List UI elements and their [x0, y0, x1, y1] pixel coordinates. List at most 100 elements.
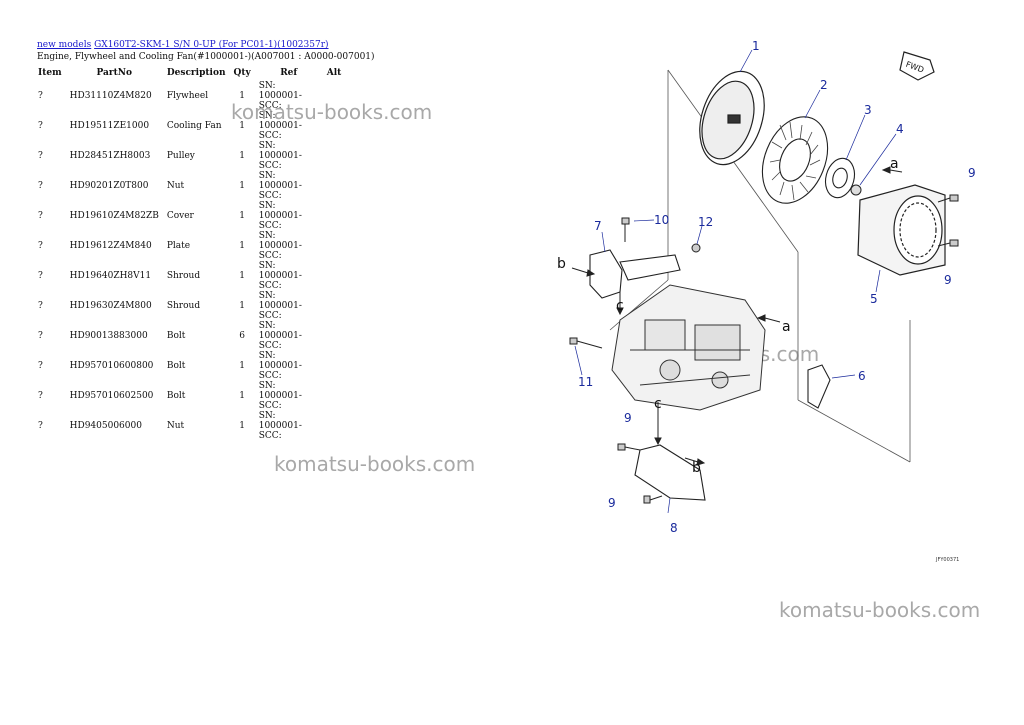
cell-ref: SN: 1000001-SCC:: [258, 231, 302, 261]
callout-11: 11: [578, 375, 593, 389]
cell-ref: SN: 1000001-SCC:: [258, 411, 302, 441]
cell-qty: 1: [239, 271, 245, 281]
parts-table: Item PartNo Description Qty Ref Alt ?HD3…: [34, 65, 345, 442]
cell-alt: [323, 231, 346, 261]
cell-qty: 1: [239, 361, 245, 371]
direction-arrows: [571, 166, 903, 466]
cell-item: ?: [38, 91, 43, 101]
callout-8: 8: [670, 521, 678, 535]
callout-9: 9: [968, 166, 976, 180]
cell-description: Bolt: [166, 361, 186, 371]
cell-alt: [323, 381, 346, 411]
cell-partno: HD19640ZH8V11: [69, 271, 152, 281]
cell-ref: SN: 1000001-SCC:: [258, 81, 302, 111]
cell-partno: HD31110Z4M820: [69, 91, 152, 101]
callout-1: 1: [752, 39, 760, 53]
nut-drawing: [850, 184, 862, 196]
table-row: ? HD90201Z0T800 Nut 1 SN: 1000001-SCC:: [34, 171, 345, 201]
cooling-fan-drawing: [761, 116, 829, 204]
letter-c: c: [616, 298, 624, 314]
callout-10: 10: [654, 213, 669, 227]
cell-item: ?: [38, 181, 43, 191]
letter-c: c: [654, 396, 662, 412]
cell-description: Nut: [166, 421, 185, 431]
bolt-drawings: [569, 194, 959, 504]
cell-qty: 1: [239, 121, 245, 131]
shroud-cover-drawing: [857, 184, 946, 276]
watermark: komatsu-books.com: [779, 598, 981, 622]
shroud-side-drawing: [807, 364, 831, 409]
callout-12: 12: [698, 215, 713, 229]
callout-9: 9: [624, 411, 632, 425]
exploded-parts-diagram: FWD 1 2 3 4 5 6 7 8 9 9 9 9 10 11 12 a a…: [557, 39, 976, 535]
cell-qty: 1: [239, 211, 245, 221]
cell-item: ?: [38, 211, 43, 221]
fwd-direction-badge: FWD: [899, 51, 935, 81]
cell-description: Pulley: [166, 151, 195, 161]
cell-ref: SN: 1000001-SCC:: [258, 381, 302, 411]
cell-description: Bolt: [166, 331, 186, 341]
header-partno: PartNo: [96, 67, 132, 78]
cell-description: Nut: [166, 181, 185, 191]
cell-qty: 6: [239, 331, 245, 341]
cell-alt: [323, 351, 346, 381]
cell-alt: [323, 411, 346, 441]
cell-qty: 1: [239, 91, 245, 101]
cell-partno: HD90201Z0T800: [69, 181, 149, 191]
breadcrumb: new models GX160T2-SKM-1 S/N 0-UP (For P…: [37, 40, 329, 50]
cell-partno: HD28451ZH8003: [69, 151, 151, 161]
cell-ref: SN: 1000001-SCC:: [258, 171, 302, 201]
callout-9: 9: [608, 496, 616, 510]
cell-item: ?: [38, 121, 43, 131]
table-row: ? HD19511ZE1000 Cooling Fan 1 SN: 1000001-SC…: [34, 111, 345, 141]
cell-alt: [323, 291, 346, 321]
cell-description: Bolt: [166, 391, 186, 401]
callout-9: 9: [944, 273, 952, 287]
cell-description: Cover: [166, 211, 194, 221]
connection-letters: a a b b c c: [557, 156, 899, 476]
cell-ref: SN: 1000001-SCC:: [258, 321, 302, 351]
cell-qty: 1: [239, 241, 245, 251]
letter-a: a: [890, 156, 899, 172]
pulley-drawing: [824, 157, 856, 199]
cell-qty: 1: [239, 301, 245, 311]
cell-qty: 1: [239, 151, 245, 161]
letter-b: b: [692, 460, 701, 476]
cell-description: Cooling Fan: [166, 121, 222, 131]
cell-partno: HD19630Z4M800: [69, 301, 152, 311]
header-item: Item: [38, 67, 62, 78]
cell-item: ?: [38, 301, 43, 311]
model-link[interactable]: GX160T2-SKM-1 S/N 0-UP (For PC01-1)(1002…: [94, 40, 329, 50]
watermark: komatsu-books.com: [274, 452, 476, 476]
watermark: komatsu-books.com: [231, 100, 433, 124]
callout-3: 3: [864, 103, 872, 117]
cell-ref: SN: 1000001-SCC:: [258, 111, 302, 141]
engine-block-drawing: [611, 284, 766, 411]
cell-item: ?: [38, 241, 43, 251]
cell-alt: [323, 261, 346, 291]
header-qty: Qty: [233, 67, 251, 78]
cell-partno: HD9405006000: [69, 421, 142, 431]
cell-ref: SN: 1000001-SCC:: [258, 351, 302, 381]
cell-qty: 1: [239, 181, 245, 191]
letter-b: b: [557, 256, 566, 272]
cell-alt: [323, 321, 346, 351]
cell-partno: HD19511ZE1000: [69, 121, 150, 131]
new-models-link[interactable]: new models: [37, 40, 92, 50]
callout-6: 6: [858, 369, 866, 383]
cell-partno: HD19610Z4M82ZB: [69, 211, 159, 221]
cell-partno: HD19612Z4M840: [69, 241, 152, 251]
callout-2: 2: [820, 78, 828, 92]
cell-item: ?: [38, 361, 43, 371]
callout-4: 4: [896, 122, 904, 136]
cell-description: Shroud: [166, 301, 201, 311]
